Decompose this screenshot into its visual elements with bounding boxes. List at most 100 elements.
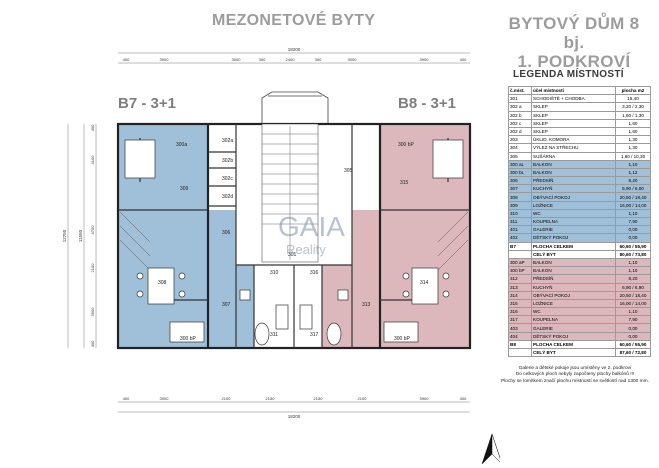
legend-cell-area: 1,10	[615, 159, 651, 169]
legend-cell-no: 316	[508, 307, 532, 317]
legend-cell-name: SCHODIŠTĚ + CHODBA	[531, 94, 616, 104]
legend-cell-area: 15,40	[615, 94, 651, 104]
legend-cell-name: GALERIE	[531, 225, 616, 235]
room-302b-label: 302b	[222, 158, 233, 164]
note-line-3: Plochy se lomítkem značí plochu místnost…	[501, 378, 649, 384]
legend-cell-no: 302 c	[508, 118, 532, 128]
legend-cell-area: 8,20	[615, 176, 651, 186]
legend-cell-area: 1,10	[615, 266, 651, 276]
legend-cell-no: 302 d	[508, 126, 532, 137]
legend-cell-no: 303	[508, 135, 532, 145]
legend-cell-no: 404	[508, 331, 532, 341]
legend-cell-name: PŘEDSÍŇ	[531, 176, 616, 186]
room-306-label: 306	[222, 230, 231, 236]
room-302c-label: 302c	[222, 176, 233, 182]
legend-cell-no: B7	[508, 241, 532, 251]
legend-cell-area: 1,10	[615, 307, 651, 317]
legend-cell-area: 20,50 / 18,40	[615, 290, 651, 300]
room-300b-label: 300 bP	[398, 142, 415, 148]
legend-cell-name: KUCHYŇ	[531, 184, 616, 194]
legend-cell-name: LOŽNICE	[531, 298, 616, 309]
legend-cell-area: 16,00 / 14,00	[615, 298, 651, 309]
furniture	[124, 139, 464, 346]
legend-cell-name: SKLEP	[531, 118, 616, 128]
legend-cell-area: 20,50 / 18,40	[615, 192, 651, 202]
legend-cell-name: GALERIE	[531, 323, 616, 333]
room-300a-label: 300a	[176, 142, 187, 148]
legend-cell-no: 308	[508, 192, 532, 202]
dimension-lines	[67, 52, 470, 413]
legend-cell-no: 301	[508, 94, 532, 104]
dimension-bottom-3: 2100	[222, 396, 232, 401]
watermark-line1: GAIA	[278, 211, 345, 242]
room-314-label: 314	[420, 280, 429, 286]
legend-header-row: č.míst. účel místnosti plocha m2	[508, 85, 651, 96]
legend-cell-no: 300 aL	[508, 159, 532, 169]
room-302d-label: 302d	[222, 194, 233, 200]
house-title-line1: BYTOVÝ DŮM 8 bj.	[508, 14, 640, 52]
room-317-label: 317	[310, 332, 319, 338]
house-title: BYTOVÝ DŮM 8 bj. 1. PODKROVÍ	[499, 14, 649, 71]
legend-header-name: účel místnosti	[531, 85, 616, 96]
legend-cell-area: 1,60	[615, 118, 651, 128]
legend-cell-name: PŘEDSÍŇ	[531, 274, 616, 284]
dimension-total-top: 18200	[288, 47, 301, 52]
legend-cell-area: 0,00	[615, 331, 651, 341]
dimension-bottom-7: 3900	[420, 396, 430, 401]
room-300c-label: 300 bP	[180, 336, 197, 342]
dimension-left-total: 12750	[62, 229, 67, 242]
legend-cell-name: WC	[531, 208, 616, 219]
legend-cell-name: CELÝ BYT	[531, 347, 616, 358]
stair-flight	[261, 123, 319, 263]
legend-cell-no: 302 b	[508, 110, 532, 120]
apartment-b8-label: B8 - 3+1	[398, 95, 456, 112]
watermark-logo: GAIA Reality	[278, 211, 345, 257]
watermark-line2: Reality	[286, 242, 326, 257]
legend-cell-area: 1,60 / 1,30	[615, 110, 651, 120]
legend-cell-area: 1,10	[615, 257, 651, 268]
dimension-top-6: 300	[315, 57, 322, 62]
legend-cell-no: 307	[508, 184, 532, 194]
dimension-bottom-6: 2100	[358, 396, 368, 401]
legend-cell-area: 6,90 / 6,90	[615, 282, 651, 292]
legend-cell-no: 300 bP	[508, 266, 532, 276]
legend-cell-name: OBÝVACÍ POKOJ	[531, 290, 616, 300]
legend-cell-name: PLOCHA CELKEM	[531, 241, 616, 251]
roof-dormer	[261, 91, 329, 124]
legend-cell-name: SKLEP	[531, 102, 616, 112]
legend-cell-no: 310	[508, 208, 532, 219]
legend-cell-area: 0,00	[615, 225, 651, 235]
legend-cell-area: 87,60 / 72,80	[615, 347, 651, 358]
legend-cell-no: 403	[508, 323, 532, 333]
dimension-left-3: 4700	[90, 225, 95, 235]
legend-cell-area: 1,12	[615, 167, 651, 178]
dimension-left-6: 400	[90, 340, 95, 347]
legend-cell-no: 313	[508, 282, 532, 292]
legend-cell-no: 311	[508, 216, 532, 227]
dimension-top-8: 3900	[420, 57, 430, 62]
north-arrow-icon	[481, 433, 500, 465]
legend-cell-name: BALKON	[531, 266, 616, 276]
legend-notes: Galerie a dětské pokoje jsou umístěny ve…	[495, 366, 655, 385]
legend-cell-no: 401	[508, 225, 532, 235]
legend-cell-name: ÚKLID. KOMORA	[531, 135, 616, 145]
legend-cell-no: 302 a	[508, 102, 532, 112]
legend-cell-area: 7,90	[615, 315, 651, 325]
legend-cell-no	[508, 347, 532, 358]
